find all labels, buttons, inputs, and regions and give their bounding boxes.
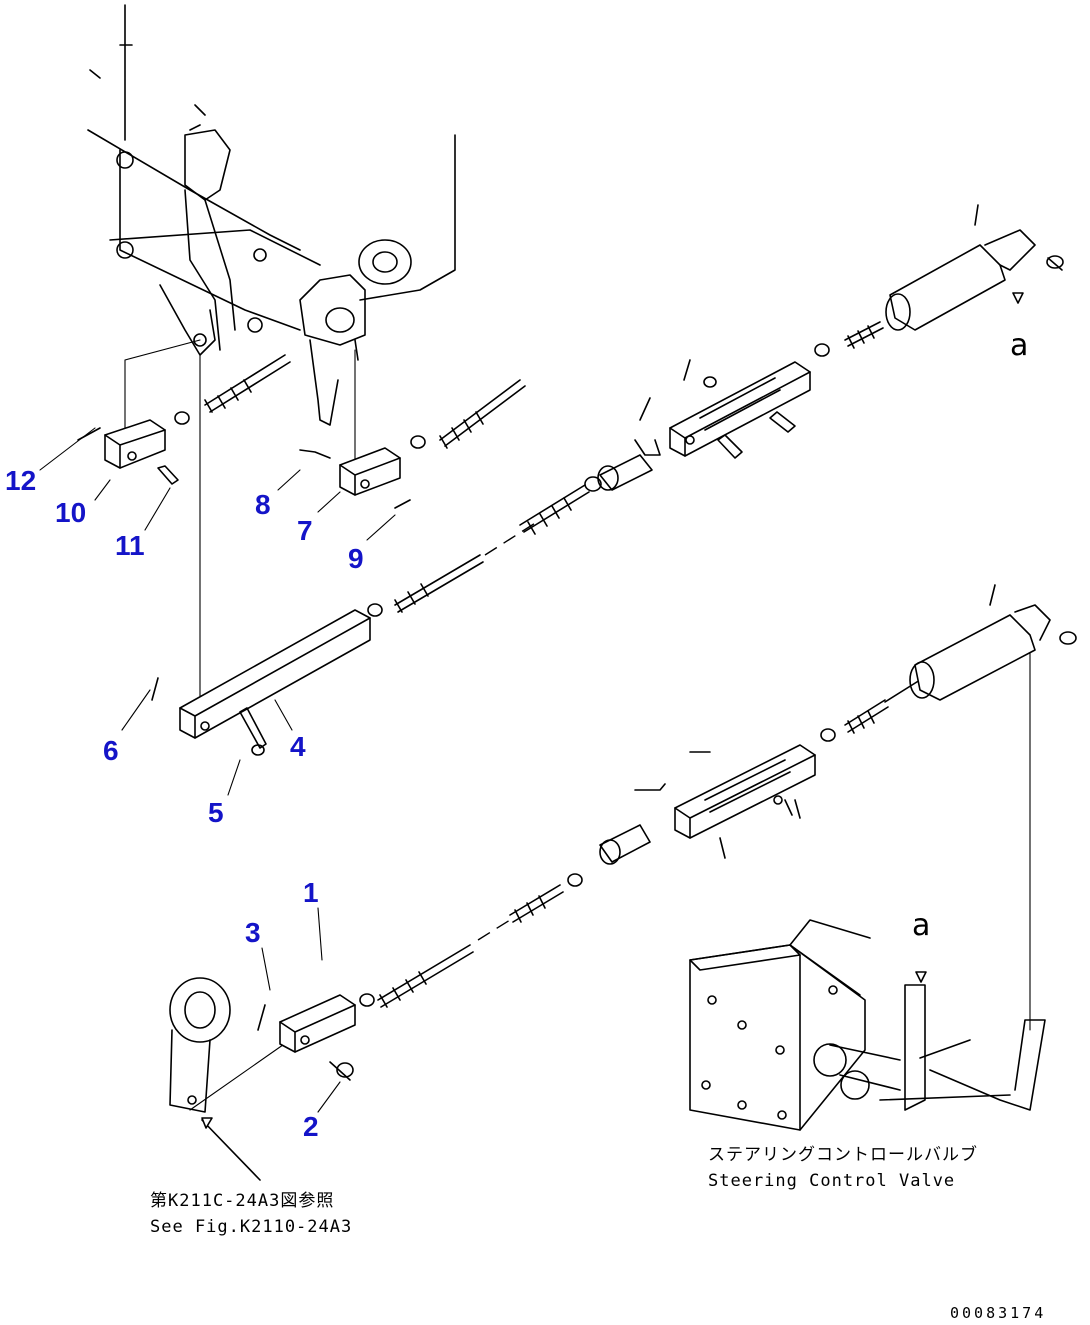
frame-bracket-assembly <box>87 4 456 426</box>
upper-main-rod <box>394 397 661 613</box>
callout-10: 10 <box>55 497 86 528</box>
callout-6: 6 <box>103 735 119 766</box>
clevis-block-7 <box>299 379 526 509</box>
upper-cylinder-assembly <box>669 204 1064 459</box>
rod-4 <box>151 603 383 756</box>
callout-11: 11 <box>115 530 145 561</box>
see-figure-note-en: See Fig.K2110-24A3 <box>150 1217 352 1237</box>
callout-9: 9 <box>348 543 364 574</box>
lower-cylinder-assembly <box>377 584 1077 1008</box>
callout-4: 4 <box>290 731 306 762</box>
callout-2: 2 <box>303 1111 319 1142</box>
upper-rod-assembly <box>77 354 291 485</box>
clevis-block-1 <box>169 977 375 1181</box>
steering-control-valve <box>689 292 1046 1131</box>
callout-5: 5 <box>208 797 224 828</box>
callout-12: 12 <box>5 465 36 496</box>
see-figure-note-jp: 第K211C-24A3図参照 <box>150 1191 334 1211</box>
reference-mark-lower: a <box>912 908 930 943</box>
steering-valve-label-en: Steering Control Valve <box>708 1171 955 1191</box>
callout-3: 3 <box>245 917 261 948</box>
link-lines <box>124 339 1031 1111</box>
callout-7: 7 <box>297 515 313 546</box>
reference-mark-upper: a <box>1010 328 1028 363</box>
steering-valve-label-jp: ステアリングコントロールバルブ <box>708 1144 978 1165</box>
callout-8: 8 <box>255 489 271 520</box>
callout-1: 1 <box>303 877 319 908</box>
drawing-code: 00083174 <box>950 1304 1046 1322</box>
callout-leaders <box>39 427 396 1113</box>
callout-labels: 1 2 3 4 5 6 7 8 9 10 11 12 <box>5 465 364 1142</box>
